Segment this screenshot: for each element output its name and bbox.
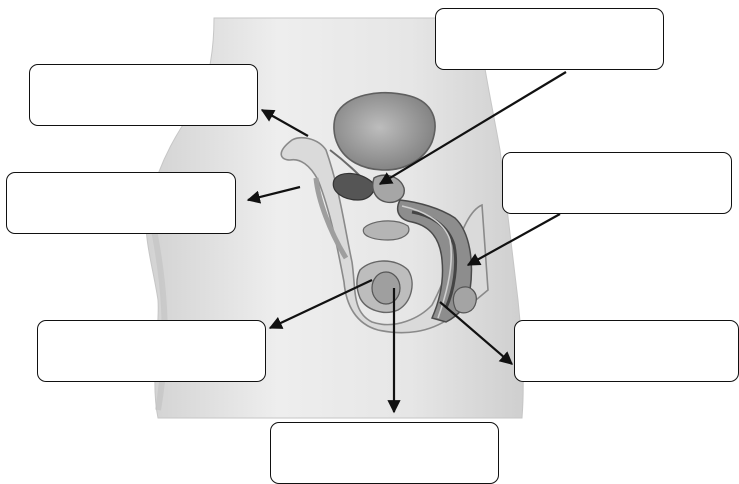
pubic-bone: [363, 221, 409, 240]
bladder: [334, 93, 435, 170]
label-box-lower-right[interactable]: [514, 320, 739, 382]
glans: [453, 287, 476, 313]
testis: [372, 272, 400, 304]
label-box-lower-left[interactable]: [37, 320, 266, 382]
label-box-bottom[interactable]: [270, 422, 499, 484]
label-box-top-right[interactable]: [435, 8, 664, 70]
label-box-mid-right[interactable]: [502, 152, 732, 214]
label-box-mid-left[interactable]: [6, 172, 236, 234]
label-box-upper-left[interactable]: [29, 64, 258, 126]
